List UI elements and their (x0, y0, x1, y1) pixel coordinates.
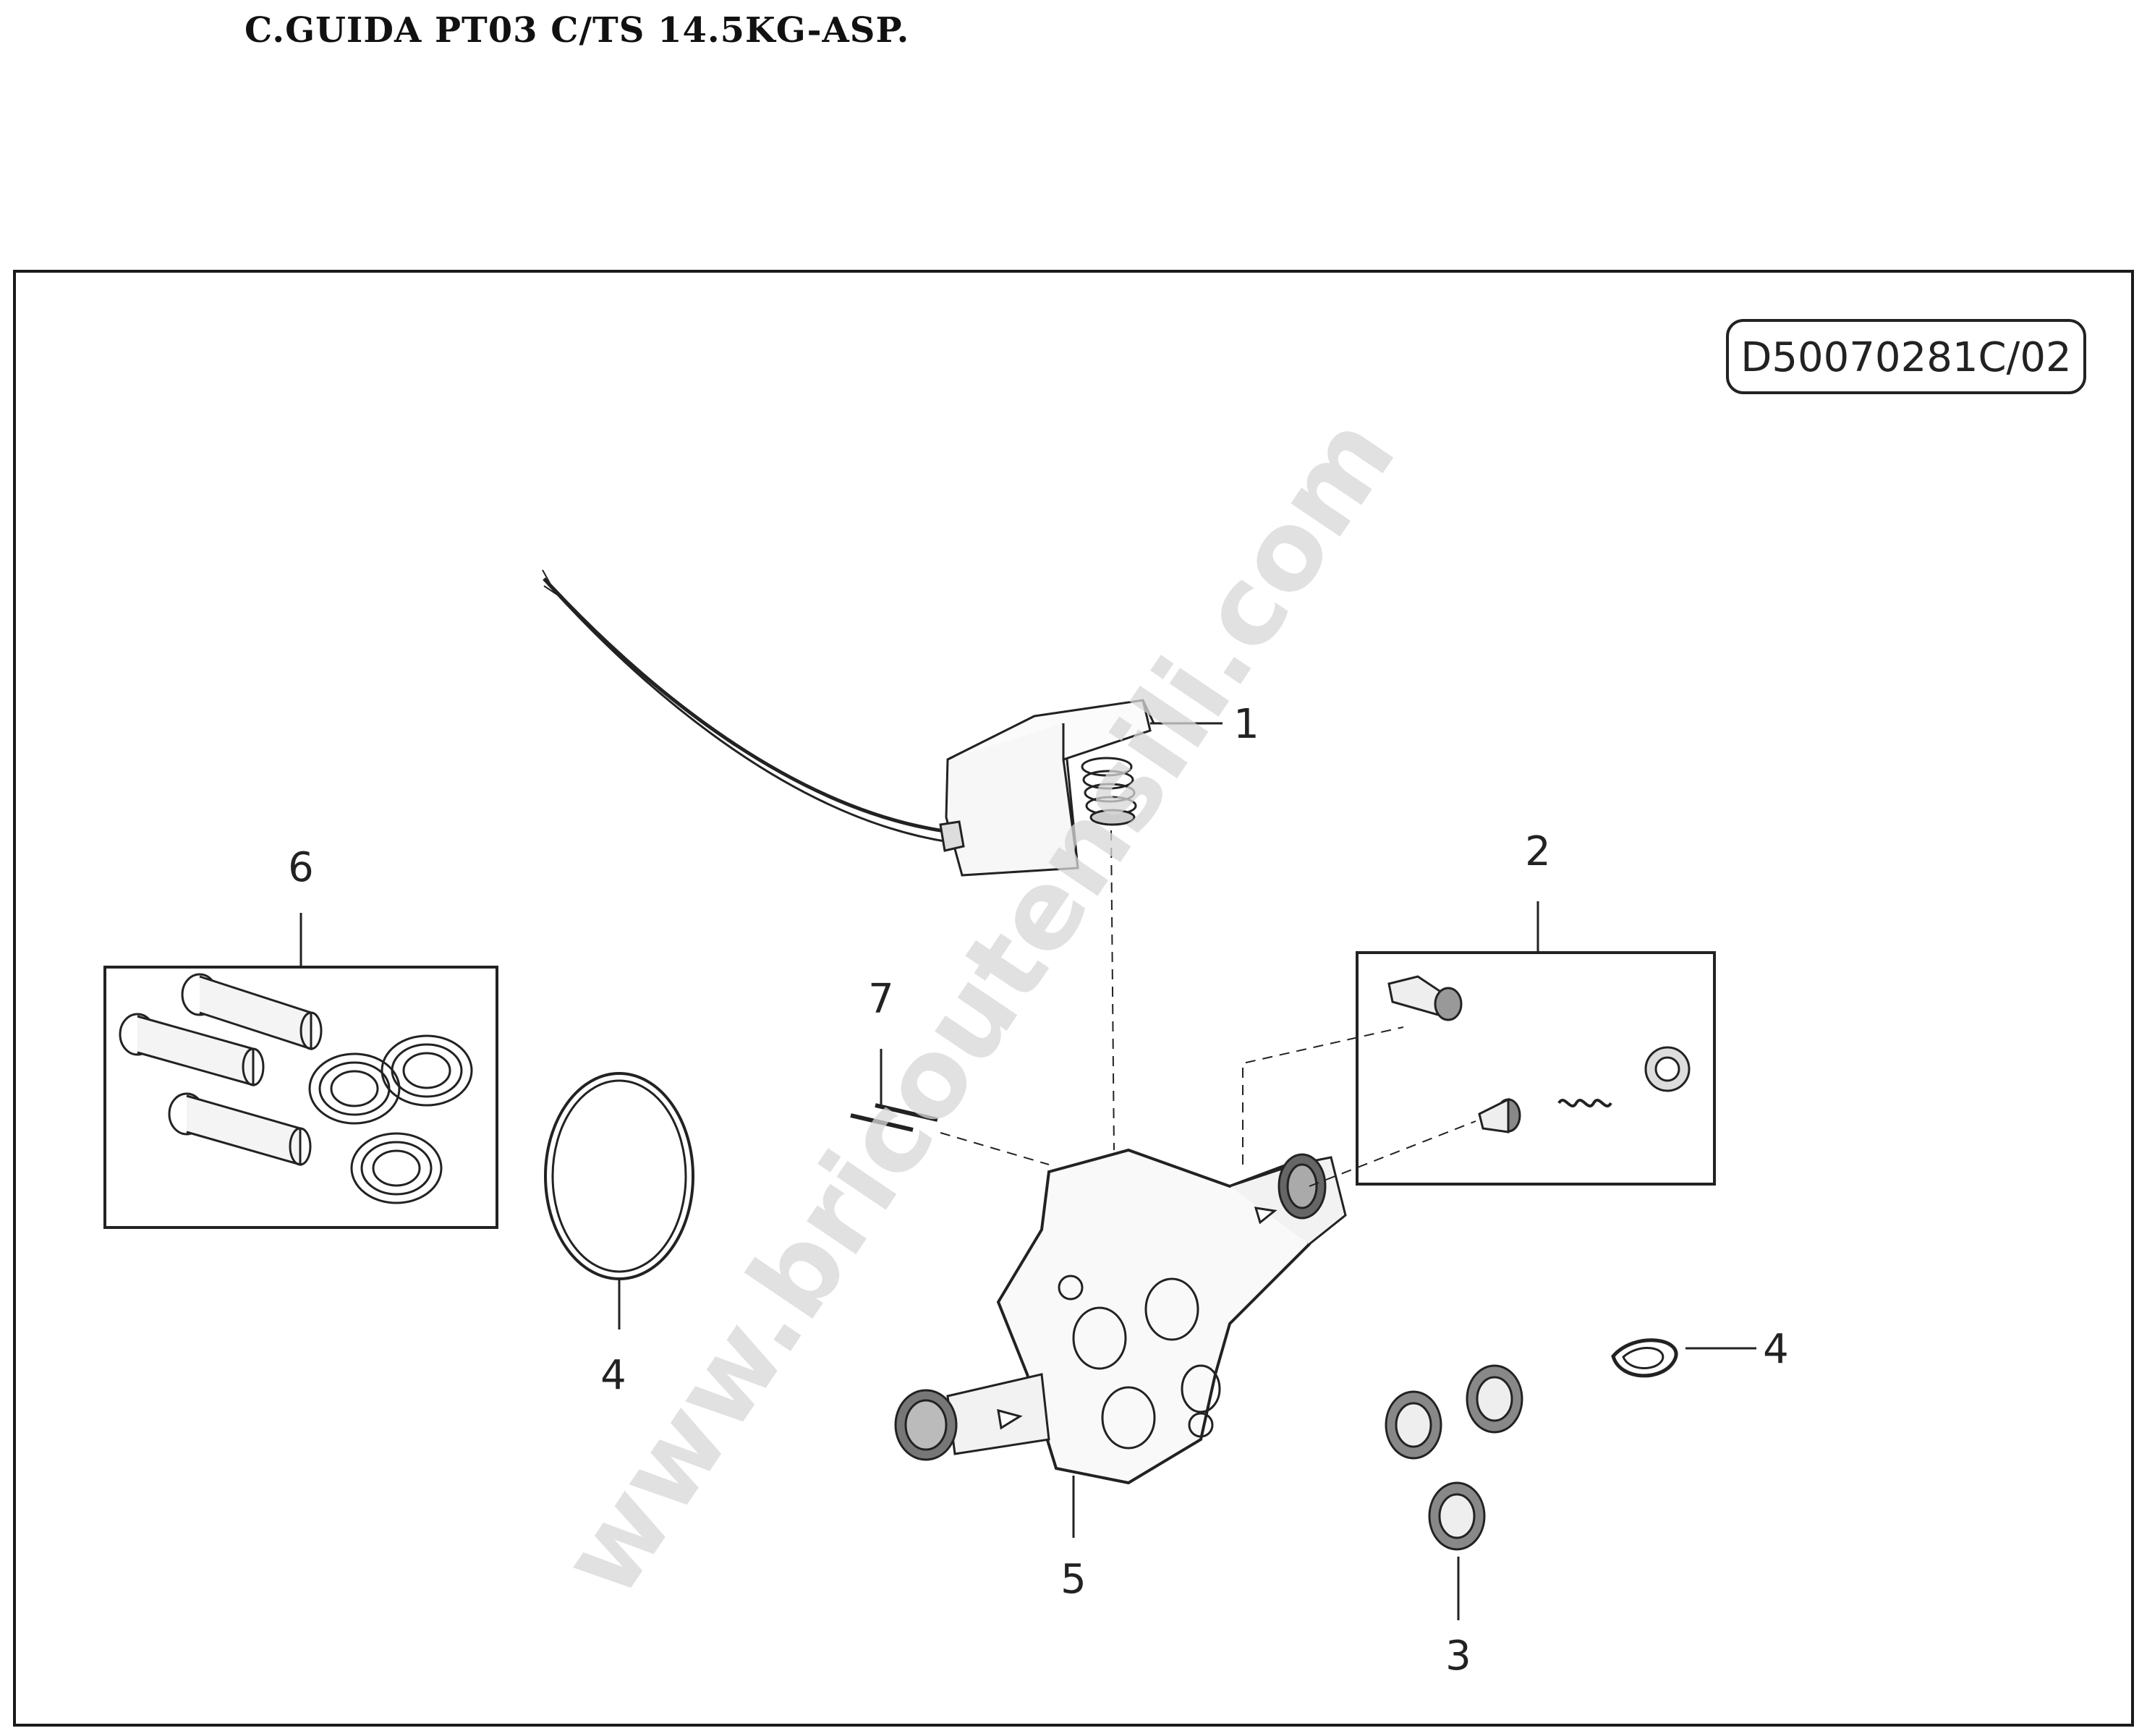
part-7-pins (850, 1103, 938, 1132)
callout-7: 7 (868, 976, 894, 1023)
part-6-box (103, 966, 498, 1229)
assembly-dashed-lines (940, 830, 1476, 1187)
callout-1: 1 (1233, 701, 1259, 748)
part-2-box (1356, 951, 1716, 1186)
callout-2: 2 (1525, 828, 1551, 875)
part-3-seals (1385, 1364, 1523, 1551)
callout-3: 3 (1445, 1633, 1471, 1680)
part-4-o-ring (544, 1072, 694, 1280)
part-5-pump-head (894, 1148, 1347, 1485)
page-title: C.GUIDA PT03 C/TS 14.5KG-ASP. (245, 10, 910, 51)
callout-6: 6 (288, 844, 314, 891)
drawing-code: D50070281C/02 (1740, 334, 2071, 381)
part-2-valve-parts (1387, 975, 1691, 1133)
drawing-code-box (1726, 319, 2086, 394)
callout-5: 5 (1060, 1556, 1087, 1603)
part-1-pressure-switch (542, 569, 1155, 877)
callout-4-right: 4 (1763, 1326, 1789, 1373)
callout-leaders (299, 722, 1756, 1620)
part-4-oval-seal (1611, 1338, 1678, 1378)
diagram-frame (13, 270, 2134, 1727)
part-6-pistons-springs (119, 973, 473, 1204)
callout-4-left: 4 (600, 1352, 626, 1399)
